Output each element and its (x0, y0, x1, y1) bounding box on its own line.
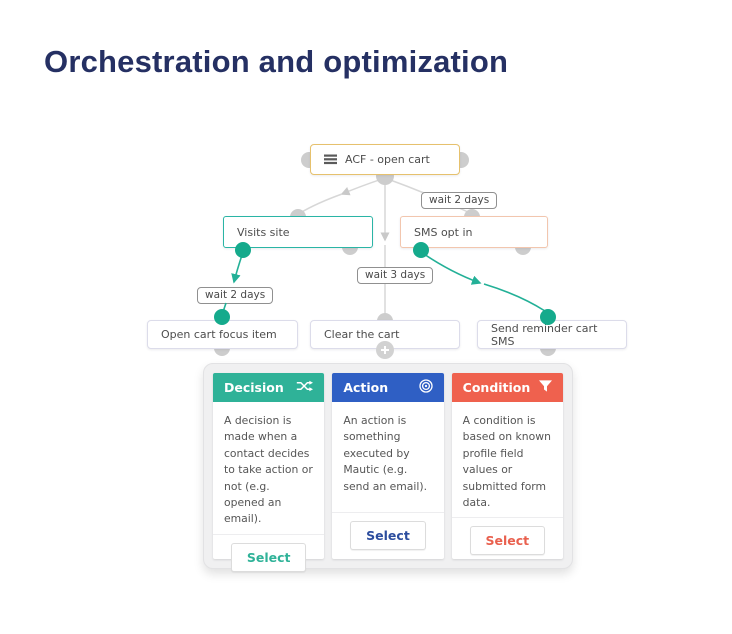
node-label: Visits site (237, 225, 290, 239)
node-label: ACF - open cart (345, 153, 430, 166)
card-description: A condition is based on known profile fi… (462, 414, 551, 510)
decision-select-button[interactable]: Select (230, 542, 307, 572)
card-description: An action is something executed by Mauti… (343, 414, 428, 493)
condition-card: Condition A condition is based on known … (451, 373, 563, 559)
card-footer: Select (332, 512, 444, 559)
node-label: Open cart focus item (161, 328, 277, 341)
condition-card-header: Condition (451, 373, 563, 402)
shuffle-icon (296, 380, 314, 395)
filter-icon (538, 380, 552, 395)
list-icon (324, 154, 337, 165)
node-label: Send reminder cart SMS (491, 321, 598, 348)
decision-card-header: Decision (213, 373, 325, 402)
card-title: Action (343, 380, 389, 395)
connector-visits-to-open-tail (222, 302, 227, 313)
connector-source-to-visits-tail (299, 193, 343, 214)
decision-card: Decision A decision is made when a conta… (213, 373, 325, 572)
node-open-cart-focus-item[interactable]: Open cart focus item (147, 320, 298, 349)
connector-visits-to-open (231, 251, 244, 284)
node-visits-site[interactable]: Visits site (223, 216, 373, 248)
node-sms-opt-in[interactable]: SMS opt in (400, 216, 548, 248)
action-card: Action An action is something executed b… (332, 373, 444, 559)
card-footer: Select (451, 517, 563, 564)
event-type-modal: Decision A decision is made when a conta… (203, 363, 573, 572)
card-description: A decision is made when a contact decide… (224, 414, 313, 526)
node-clear-the-cart[interactable]: Clear the cart (310, 320, 460, 349)
connector-sms-to-reminder-tail (483, 283, 546, 312)
card-footer: Select (213, 533, 325, 581)
condition-select-button[interactable]: Select (469, 526, 546, 556)
action-select-button[interactable]: Select (350, 521, 426, 550)
wait-label-open-cart: wait 2 days (197, 287, 274, 304)
wait-label-clear-cart: wait 3 days (357, 267, 434, 284)
connector-source-to-visits (340, 177, 386, 196)
card-title: Condition (462, 380, 531, 395)
node-send-reminder-cart-sms[interactable]: Send reminder cart SMS (477, 320, 627, 349)
node-label: SMS opt in (414, 225, 473, 239)
node-label: Clear the cart (324, 328, 400, 341)
target-icon (419, 379, 433, 396)
wait-label-sms: wait 2 days (421, 192, 498, 209)
card-title: Decision (224, 380, 284, 395)
node-acf-open-cart[interactable]: ACF - open cart (310, 144, 460, 175)
action-card-header: Action (332, 373, 444, 402)
page-title: Orchestration and optimization (44, 44, 509, 79)
